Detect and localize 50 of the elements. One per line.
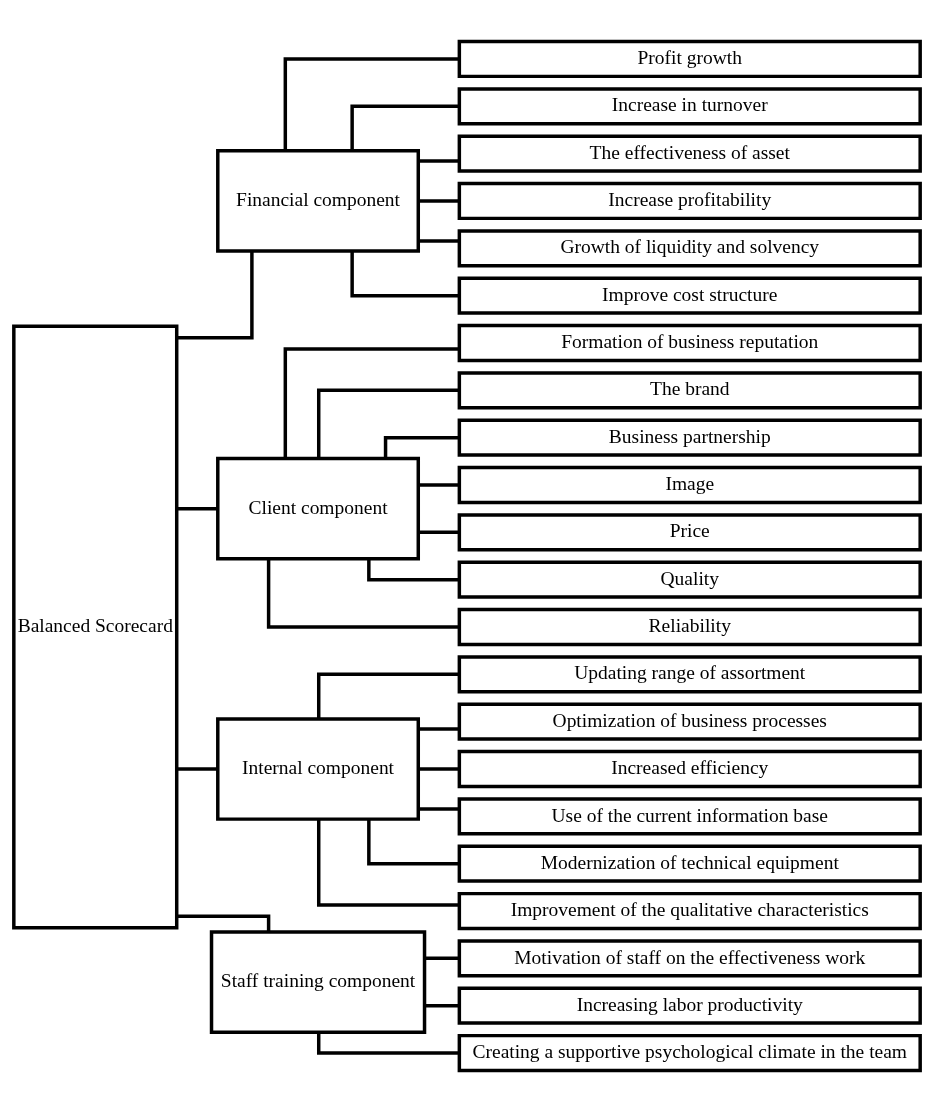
node-box: Increase profitability <box>457 181 922 220</box>
connector <box>176 914 271 932</box>
node-box: Client component <box>216 456 420 560</box>
node-box: Profit growth <box>457 39 922 78</box>
connector <box>350 104 459 150</box>
connector <box>350 251 459 297</box>
node-box: Reliability <box>457 607 922 646</box>
node-box: Business partnership <box>457 418 922 457</box>
node-box: Image <box>457 465 922 504</box>
connector <box>418 530 460 534</box>
connector <box>418 726 460 731</box>
node-box: Increasing labor productivity <box>457 986 922 1025</box>
node-box: Quality <box>457 560 922 599</box>
connector <box>176 251 254 339</box>
connector <box>418 158 460 163</box>
node-box: Increase in turnover <box>457 86 922 125</box>
connector <box>367 819 460 865</box>
connector <box>176 506 218 510</box>
connector <box>266 558 459 629</box>
node-box: Balanced Scorecard <box>12 324 179 929</box>
connector <box>418 198 460 203</box>
node-box: Updating range of assortment <box>457 654 922 693</box>
connector <box>317 818 459 907</box>
node-box: Creating a supportive psychological climate in the team <box>457 1033 922 1072</box>
node-box: Internal component <box>216 716 420 821</box>
connector <box>424 956 460 960</box>
node-box: The effectiveness of asset <box>457 134 922 173</box>
node-box: Financial component <box>216 148 420 253</box>
node-box: Optimization of business processes <box>457 702 922 741</box>
connector <box>418 238 460 243</box>
node-box: Increased efficiency <box>457 749 922 788</box>
connector <box>418 806 460 811</box>
node-box: Modernization of technical equipment <box>457 844 922 883</box>
connector <box>418 482 460 487</box>
node-box: Growth of liquidity and solvency <box>457 228 922 267</box>
node-box: The brand <box>457 370 922 409</box>
connector <box>317 672 459 718</box>
node-box: Motivation of staff on the effectiveness work <box>457 938 922 977</box>
node-box: Formation of business reputation <box>457 323 922 362</box>
connector <box>283 346 460 458</box>
connector <box>176 766 218 771</box>
connector <box>317 388 459 458</box>
node-box: Improve cost structure <box>457 276 922 315</box>
connector <box>418 766 460 771</box>
node-box: Staff training component <box>209 929 427 1034</box>
connector <box>424 1003 460 1007</box>
node-box: Price <box>457 512 922 551</box>
node-box: Use of the current information base <box>457 796 922 835</box>
node-box: Improvement of the qualitative characteristics <box>457 891 922 930</box>
connector <box>283 56 460 150</box>
